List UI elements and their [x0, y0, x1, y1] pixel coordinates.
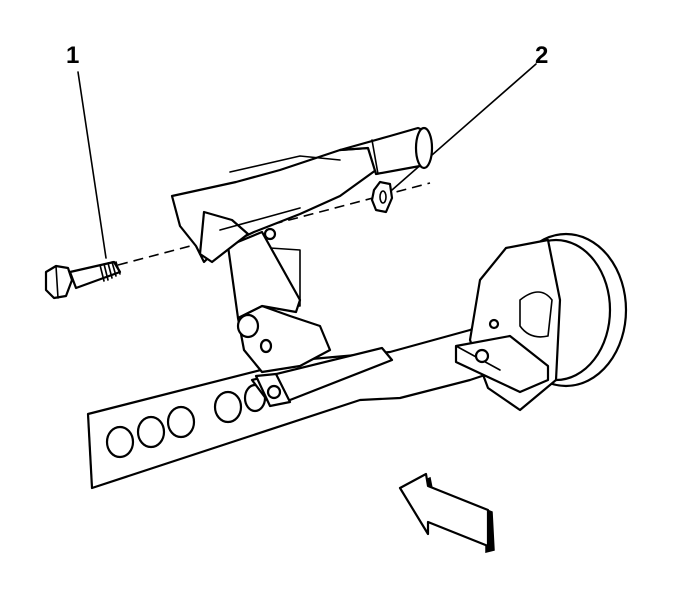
- control-arm-bushing: [266, 384, 282, 400]
- frame-bracket-flange: [219, 207, 301, 231]
- control-arm: [250, 346, 394, 408]
- beam-hole: [166, 405, 196, 439]
- direction-arrow-icon: [398, 472, 495, 553]
- callout-label-2: 2: [535, 42, 549, 69]
- frame-bracket-ear: [198, 210, 250, 264]
- bolt-head: [44, 264, 74, 300]
- mount-bracket-hole: [259, 338, 273, 354]
- bolt-icon: [44, 260, 122, 300]
- frame-rail: [338, 126, 434, 176]
- mount-bracket-body: [236, 304, 332, 374]
- spring-seat-hole: [474, 348, 490, 364]
- arrow-body: [398, 472, 490, 548]
- nut-icon: [370, 180, 394, 214]
- frame-rail-end: [414, 126, 434, 170]
- frame-rail-seam: [371, 139, 379, 175]
- frame-bracket-ridge: [229, 155, 341, 173]
- nut-bore: [379, 190, 387, 204]
- beam-hole: [136, 415, 166, 449]
- bolt-head-flat: [55, 265, 59, 299]
- beam-hole: [213, 390, 243, 424]
- mount-bracket-web: [226, 230, 302, 320]
- callout-1-leader: [77, 71, 107, 259]
- frame-bracket-hole: [263, 227, 277, 241]
- spring-seat-bracket: [454, 334, 550, 394]
- nut-body: [370, 180, 394, 214]
- beam-hole: [105, 425, 135, 459]
- axle-housing: [86, 316, 532, 490]
- mount-bracket-boss: [236, 313, 260, 339]
- brake-drum: [468, 232, 628, 412]
- backing-plate-bolt: [488, 318, 500, 330]
- axle-beam-end: [87, 413, 93, 489]
- frame-bracket: [170, 146, 378, 264]
- axle-mount-bracket: [226, 230, 332, 374]
- drum-hub-opening: [519, 291, 553, 338]
- bolt-thread: [99, 261, 121, 282]
- callout-2-leader: [391, 63, 537, 191]
- callout-label-1: 1: [66, 42, 80, 69]
